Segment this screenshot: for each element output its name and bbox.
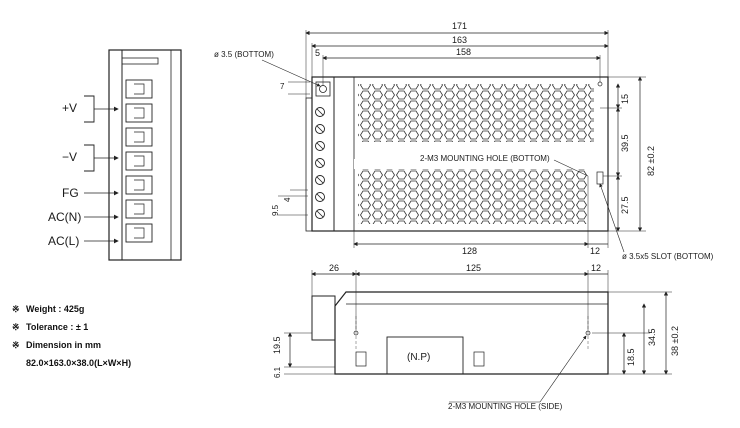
- terminal-label-ac-l: AC(L): [48, 234, 79, 248]
- spec-mark: ※: [12, 322, 20, 332]
- dim-height-82: 82 ±0.2: [646, 146, 656, 176]
- terminal-slot: [125, 151, 153, 171]
- side-dimensions: 26 125 12 19.5 6.1 38 ±0.2 34.5 18.5 2-M…: [272, 263, 680, 411]
- spec-dimension-text: Dimension in mm: [26, 340, 102, 350]
- terminal-slot: [125, 79, 153, 99]
- terminal-slot: [125, 175, 153, 195]
- spec-weight-text: Weight : 425g: [26, 304, 85, 314]
- side-view: (N.P): [311, 291, 609, 375]
- dim-18-5: 18.5: [626, 348, 636, 366]
- terminal-screw-socket: [134, 83, 145, 95]
- terminal-screw-socket: [134, 155, 145, 167]
- terminal-screw: [315, 141, 325, 151]
- terminal-label-plus-v: +V: [62, 101, 77, 115]
- spec-tolerance-text: Tolerance : ± 1: [26, 322, 89, 332]
- terminal-screw-slot: [316, 108, 324, 116]
- label-slot: ø 3.5x5 SLOT (BOTTOM): [622, 252, 714, 261]
- np-label: (N.P): [407, 352, 430, 363]
- top-dimensions: 171 163 5 158 ø 3.5 (BOTTOM) 7 9.5 4 128…: [214, 21, 714, 261]
- terminal-screw: [315, 209, 325, 219]
- dim-34-5: 34.5: [647, 328, 657, 346]
- spec-mark: ※: [12, 304, 20, 314]
- spec-dimension: ※ Dimension in mm: [12, 340, 101, 351]
- terminal-screw: [315, 175, 325, 185]
- terminal-slot: [125, 223, 153, 243]
- dim-128: 128: [462, 246, 477, 256]
- dim-125: 125: [466, 263, 481, 273]
- dim-27-5: 27.5: [620, 196, 630, 214]
- terminal-screw-socket: [134, 131, 145, 143]
- terminal-slot: [125, 127, 153, 147]
- dim-12-side: 12: [591, 263, 601, 273]
- terminal-screw-slot: [316, 193, 324, 201]
- dim-5: 5: [315, 48, 320, 58]
- dim-6-1: 6.1: [273, 366, 282, 378]
- label-bottom-hole: ø 3.5 (BOTTOM): [214, 50, 274, 59]
- terminal-screw-slot: [316, 125, 324, 133]
- terminal-screw-slot: [316, 159, 324, 167]
- terminal-screw-socket: [134, 227, 145, 239]
- terminal-label-ac-n: AC(N): [48, 210, 81, 224]
- terminal-front-view: [108, 49, 182, 261]
- terminal-screw-slot: [316, 176, 324, 184]
- terminal-screw: [315, 192, 325, 202]
- spec-dimension-value: 82.0×163.0×38.0(L×W×H): [26, 358, 131, 368]
- label-mounting-bottom: 2-M3 MOUNTING HOLE (BOTTOM): [420, 154, 550, 163]
- spec-mark: ※: [12, 340, 20, 350]
- spec-dimension-value-text: 82.0×163.0×38.0(L×W×H): [26, 358, 132, 368]
- label-mounting-side: 2-M3 MOUNTING HOLE (SIDE): [448, 402, 563, 411]
- dim-9-5: 9.5: [271, 204, 280, 216]
- dim-4: 4: [283, 197, 292, 202]
- dim-163: 163: [452, 35, 467, 45]
- spec-weight: ※ Weight : 425g: [12, 304, 84, 315]
- spec-tolerance: ※ Tolerance : ± 1: [12, 322, 88, 333]
- terminal-labels: +V −V FG AC(N) AC(L): [48, 95, 119, 248]
- dim-12-top: 12: [590, 246, 600, 256]
- terminal-screw-slot: [316, 142, 324, 150]
- dim-7: 7: [280, 82, 285, 91]
- dim-26: 26: [329, 263, 339, 273]
- dim-19-5: 19.5: [272, 336, 282, 354]
- terminal-screw: [315, 124, 325, 134]
- terminal-screw-socket: [134, 107, 145, 119]
- terminal-slot: [125, 103, 153, 123]
- terminal-label-fg: FG: [62, 186, 79, 200]
- terminal-screw-socket: [134, 203, 145, 215]
- dim-39-5: 39.5: [620, 134, 630, 152]
- dim-158: 158: [456, 47, 471, 57]
- terminal-screw-slot: [316, 210, 324, 218]
- terminal-screw: [315, 158, 325, 168]
- terminal-screw: [315, 107, 325, 117]
- dim-15: 15: [620, 94, 630, 104]
- terminal-label-minus-v: −V: [62, 150, 77, 164]
- dim-171: 171: [452, 21, 467, 31]
- dim-38: 38 ±0.2: [670, 326, 680, 356]
- terminal-screw-socket: [134, 179, 145, 191]
- top-view: [305, 76, 609, 232]
- terminal-slot: [125, 199, 153, 219]
